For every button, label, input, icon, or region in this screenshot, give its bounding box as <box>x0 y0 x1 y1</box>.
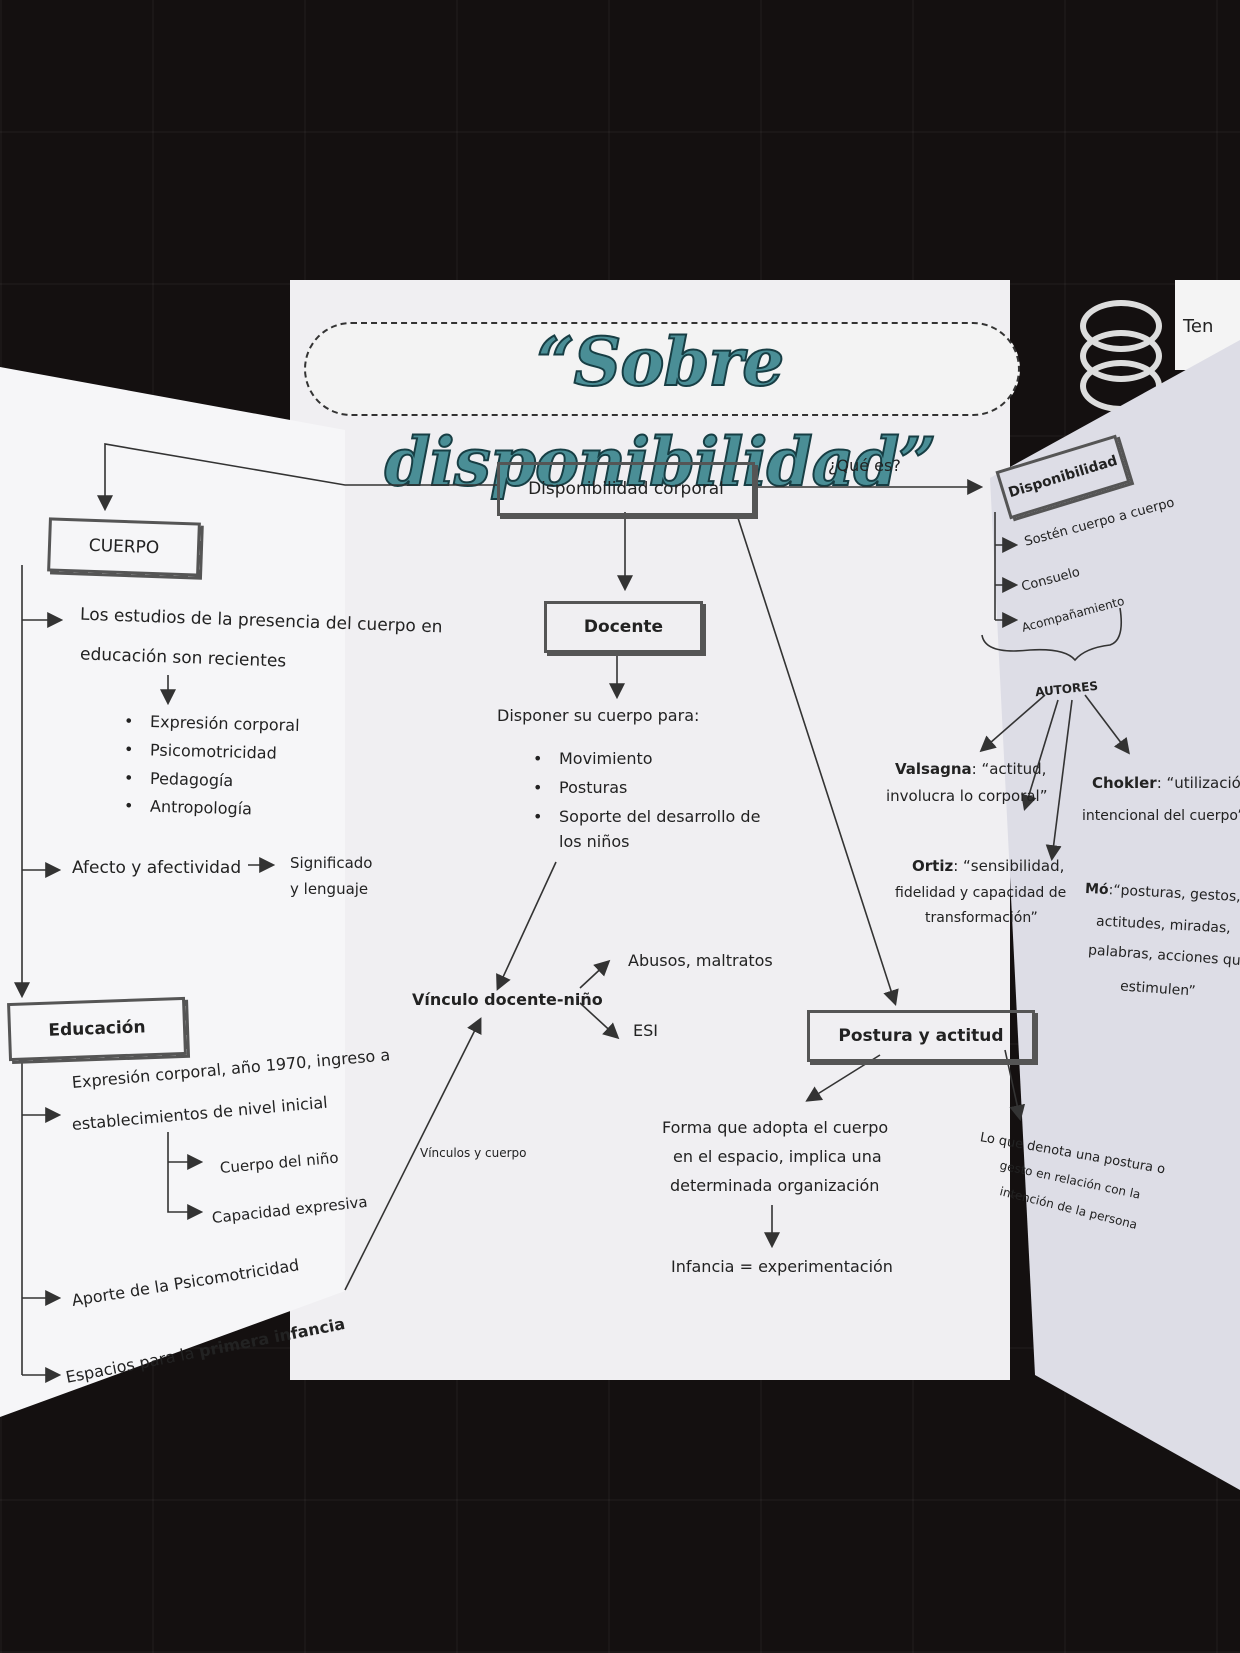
connector-to-mo <box>1045 699 1073 862</box>
que-es-label: ¿Qué es? <box>828 456 901 475</box>
ortiz-name: Ortiz <box>912 857 954 875</box>
chokler-line-1: Chokler: “utilización <box>1092 770 1240 796</box>
ortiz-text-1: : “sensibilidad, <box>953 857 1065 875</box>
mo-name: Mó <box>1084 880 1110 899</box>
vinculo-docente-nino: Vínculo docente-niño <box>412 990 603 1009</box>
ortiz-line-3: transformación” <box>925 910 1038 926</box>
forma-line-3: determinada organización <box>670 1176 880 1195</box>
title-cloud <box>304 322 1020 416</box>
box-educacion: Educación <box>7 996 187 1062</box>
connector-to-postura <box>737 517 899 1007</box>
chokler-line-2: intencional del cuerpo” <box>1082 808 1240 824</box>
forma-line-1: Forma que adopta el cuerpo <box>662 1118 889 1137</box>
valsagna-text-1: : “actitud, <box>971 760 1047 778</box>
chokler-text-1: : “utilización <box>1156 774 1240 792</box>
bullet-movimiento: Movimiento <box>533 746 652 772</box>
vinculos-cuerpo-text: Vínculos y cuerpo <box>420 1146 527 1160</box>
valsagna-line-2: involucra lo corporal” <box>886 787 1048 805</box>
chokler-name: Chokler <box>1092 774 1157 792</box>
forma-line-2: en el espacio, implica una <box>673 1147 882 1166</box>
valsagna-name: Valsagna <box>895 760 972 778</box>
connector-to-capacidad <box>167 1132 204 1220</box>
connector-espacios-vinculo <box>344 1017 482 1291</box>
significado-line-1: Significado <box>290 854 373 872</box>
valsagna-line-1: Valsagna: “actitud, <box>895 756 1046 782</box>
connector-to-forma <box>805 1054 881 1102</box>
bullet-psicomotricidad: Psicomotricidad <box>150 737 277 766</box>
significado-line-2: y lenguaje <box>290 880 369 898</box>
ortiz-line-2: fidelidad y capacidad de <box>895 885 1067 901</box>
connector-to-cuerpo <box>97 443 497 512</box>
box-cuerpo: CUERPO <box>47 517 201 577</box>
title-banner: “Sobre disponibilidad” <box>300 312 1020 502</box>
mo-text-1: :“posturas, gestos, <box>1108 882 1240 906</box>
connector-to-esi <box>579 1002 620 1040</box>
infancia-text: Infancia = experimentación <box>671 1257 893 1276</box>
bullet-posturas: Posturas <box>533 775 627 801</box>
afecto-text: Afecto y afectividad <box>72 858 242 878</box>
connector-to-chokler <box>1084 694 1130 755</box>
bullet-soporte-cont: los niños <box>559 832 630 851</box>
ortiz-line-1: Ortiz: “sensibilidad, <box>912 853 1064 879</box>
connector-to-ortiz <box>1021 699 1059 812</box>
connector-to-valsagna <box>979 694 1046 753</box>
esi-text: ESI <box>633 1021 658 1040</box>
bullet-pedagogia: Pedagogía <box>150 766 234 794</box>
connector-to-abusos <box>579 959 611 989</box>
bullet-antropologia: Antropología <box>150 794 253 823</box>
tab-fragment: Ten <box>1183 316 1214 337</box>
abusos-text: Abusos, maltratos <box>628 951 773 970</box>
mo-line-4: estimulen” <box>1119 978 1197 1000</box>
brace <box>981 607 1123 662</box>
box-disponibilidad-corporal: Disponibilidad corporal <box>497 462 755 516</box>
bullet-expresion-corporal: Expresión corporal <box>150 709 300 739</box>
bullet-soporte: Soporte del desarrollo de <box>533 804 760 830</box>
right-sheet <box>990 340 1240 1490</box>
connector-to-vinculo <box>496 861 557 991</box>
disponer-text: Disponer su cuerpo para: <box>497 706 700 725</box>
box-docente: Docente <box>544 601 703 653</box>
left-sheet <box>0 367 345 1417</box>
box-postura-actitud: Postura y actitud <box>807 1010 1035 1062</box>
